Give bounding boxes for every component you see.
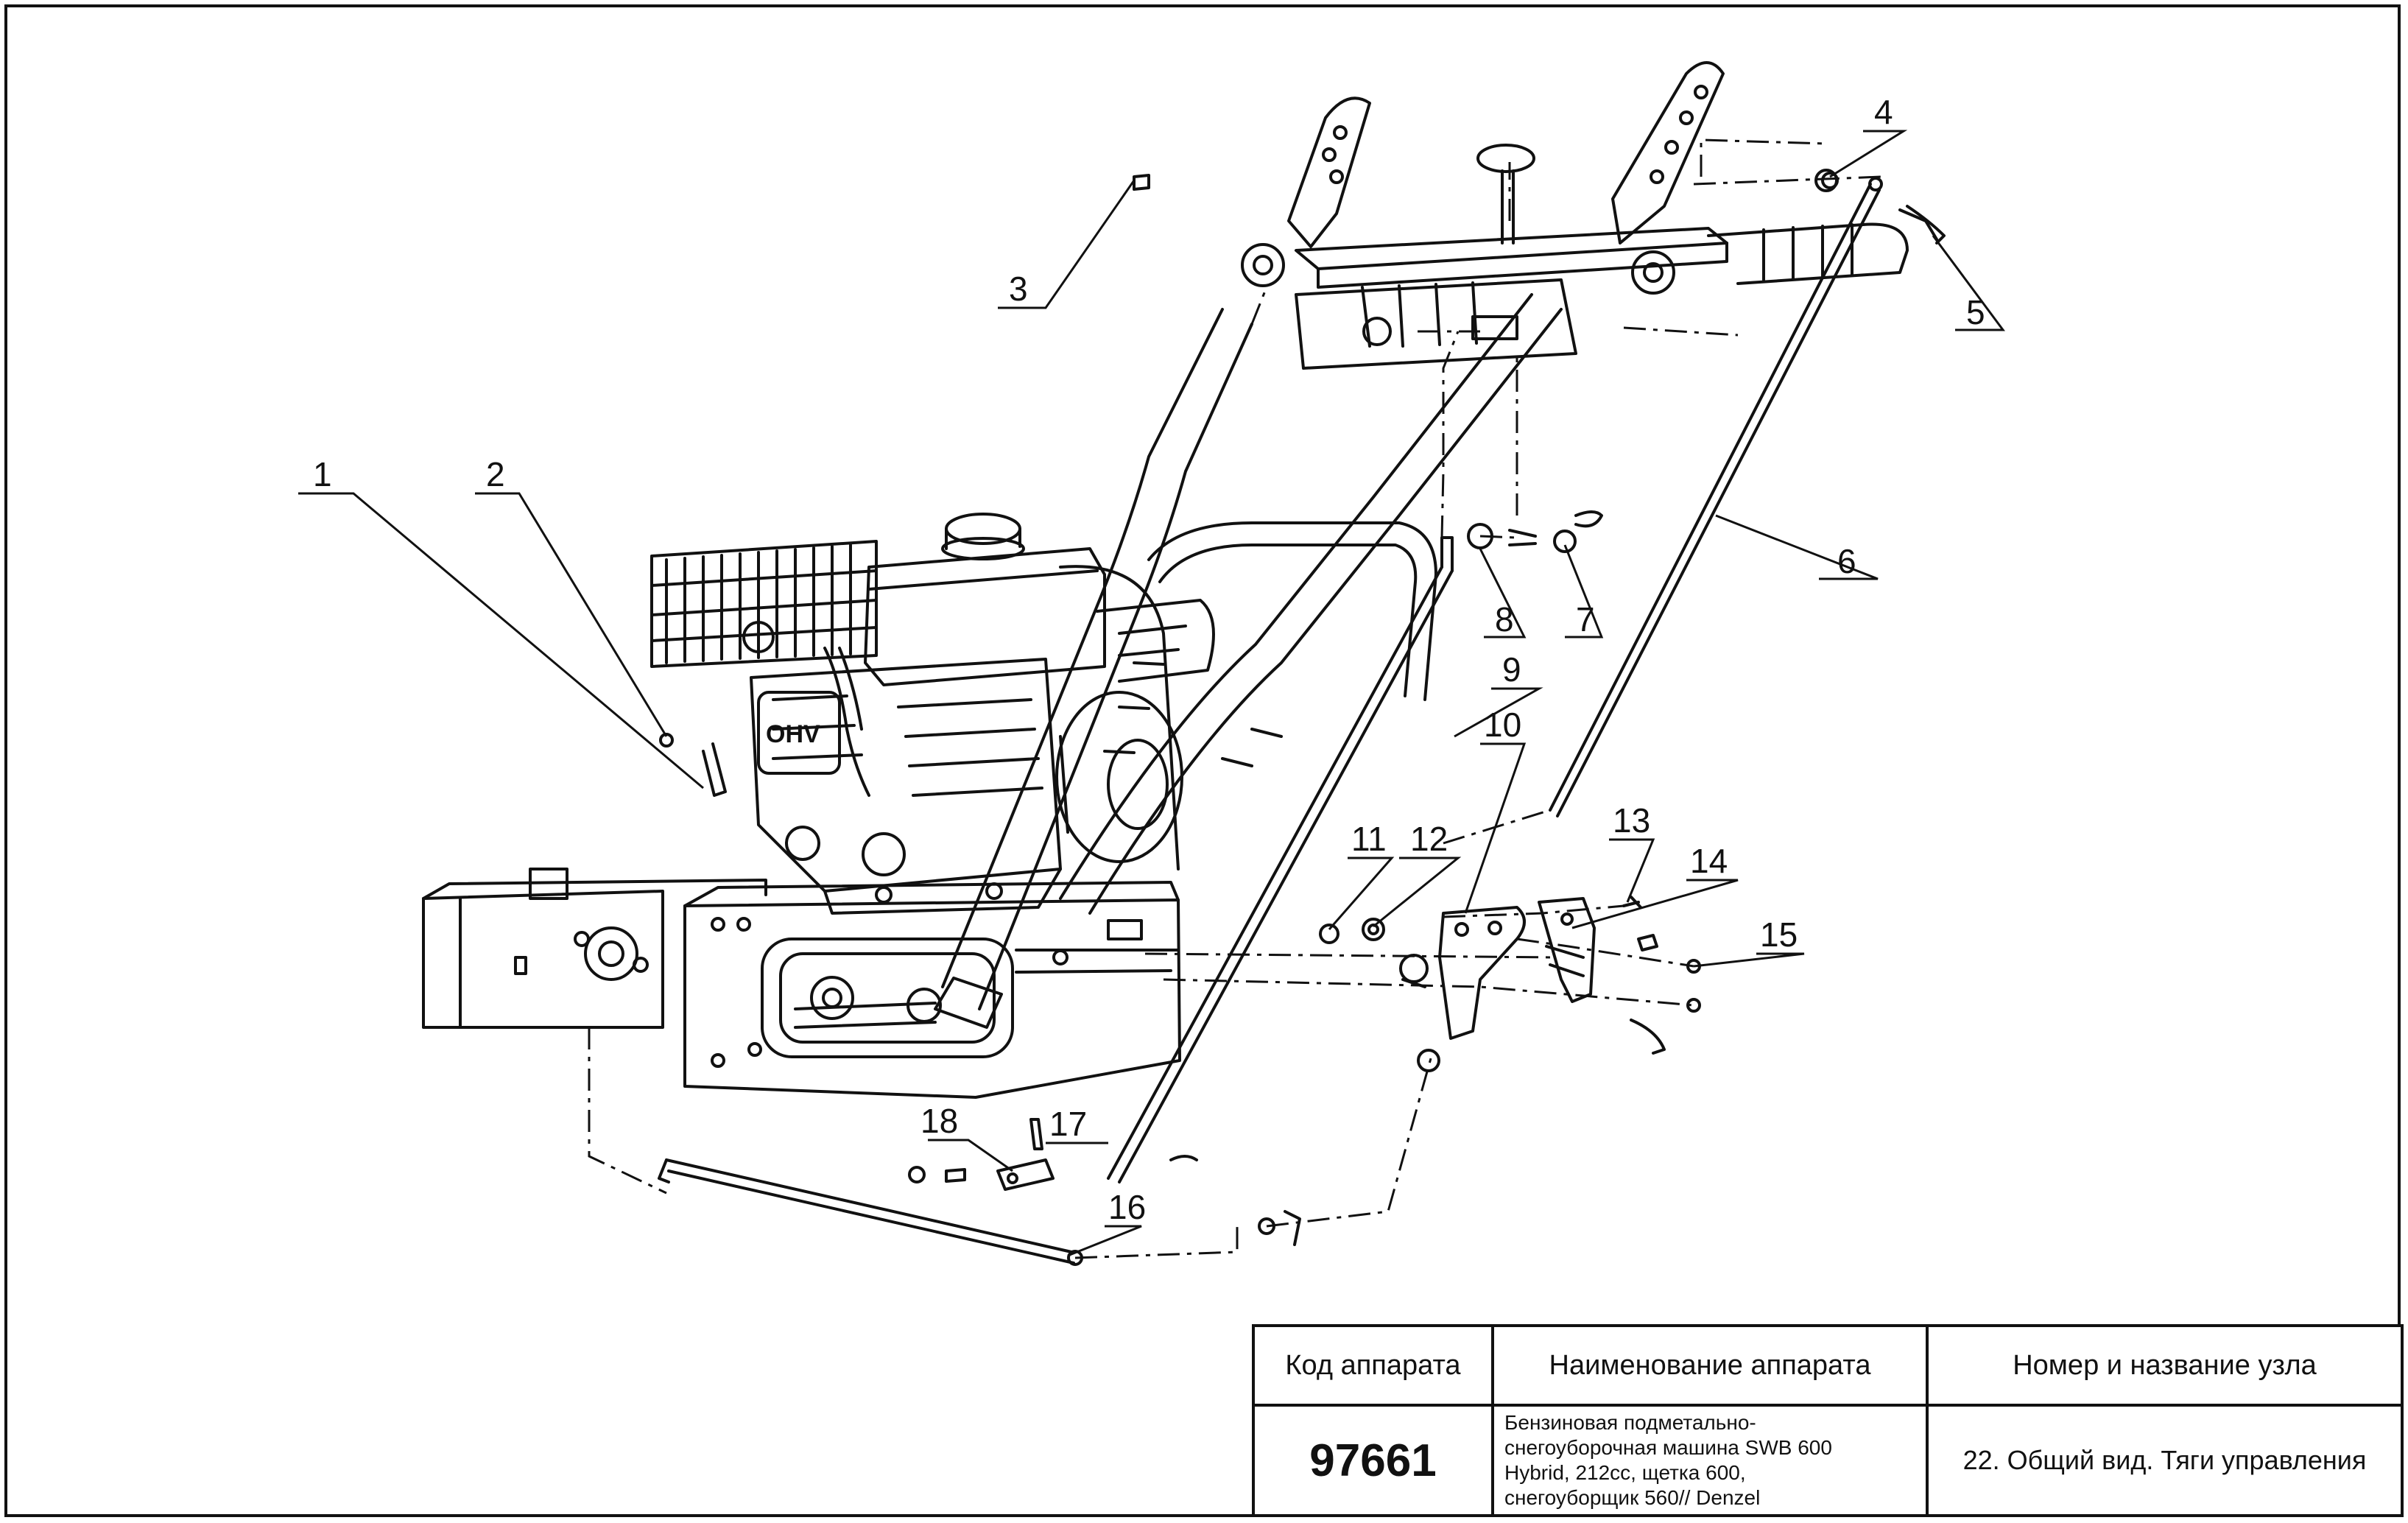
callout-11: 11 [1351,820,1387,858]
callout-7: 7 [1576,600,1595,639]
hardware-parts [659,169,1946,1246]
engine: OHV [650,513,1215,915]
callout-1: 1 [313,455,332,493]
control-rod-6 [1549,177,1883,817]
gearbox-housing [683,881,1181,1099]
assembly-lines [588,138,1882,1259]
device-name-line: снегоуборочная машина SWB 600 [1504,1435,1832,1459]
control-rod-16 [658,1158,1083,1266]
device-name-line: Бензиновая подметально- [1504,1410,1756,1434]
device-code: 97661 [1252,1404,1494,1517]
callout-9: 9 [1502,650,1521,689]
callout-17: 17 [1049,1105,1087,1143]
callout-8: 8 [1495,600,1514,639]
callout-labels: 1 2 3 4 5 6 7 8 9 10 11 12 13 14 15 16 1… [313,93,1985,1226]
callout-18: 18 [920,1102,958,1140]
name-header: Наименование аппарата [1491,1324,1929,1407]
callout-16: 16 [1108,1188,1146,1226]
handlebar-frame [934,293,1563,1029]
bracket-14 [1538,897,1596,1003]
callout-3: 3 [1009,270,1028,308]
callout-14: 14 [1690,842,1728,880]
callout-6: 6 [1837,542,1856,580]
control-rod-9 [1107,536,1454,1183]
engine-brand-mark: OHV [766,720,820,748]
callout-13: 13 [1613,801,1650,840]
code-header: Код аппарата [1252,1324,1494,1407]
device-name: Бензиновая подметально- снегоуборочная м… [1491,1404,1929,1517]
callout-10: 10 [1484,706,1521,744]
drawing-frame [4,4,2401,1517]
unit-name: 22. Общий вид. Тяги управления [1926,1404,2404,1517]
control-panel [1241,61,1938,370]
leader-lines [298,130,2005,1257]
title-block-value-row: 97661 Бензиновая подметально- снегоуборо… [1252,1404,2404,1517]
callout-15: 15 [1760,915,1798,954]
callout-2: 2 [486,455,505,493]
callout-4: 4 [1874,93,1893,131]
attachment-box [422,868,767,1029]
title-block: Код аппарата Наименование аппарата Номер… [1252,1324,2404,1517]
device-name-line: Hybrid, 212cc, щетка 600, [1504,1461,1746,1484]
unit-header: Номер и название узла [1926,1324,2404,1407]
callout-5: 5 [1966,293,1985,331]
callout-12: 12 [1410,820,1448,858]
title-block-header-row: Код аппарата Наименование аппарата Номер… [1252,1324,2404,1407]
device-name-line: снегоуборщик 560// Denzel [1504,1486,1761,1510]
